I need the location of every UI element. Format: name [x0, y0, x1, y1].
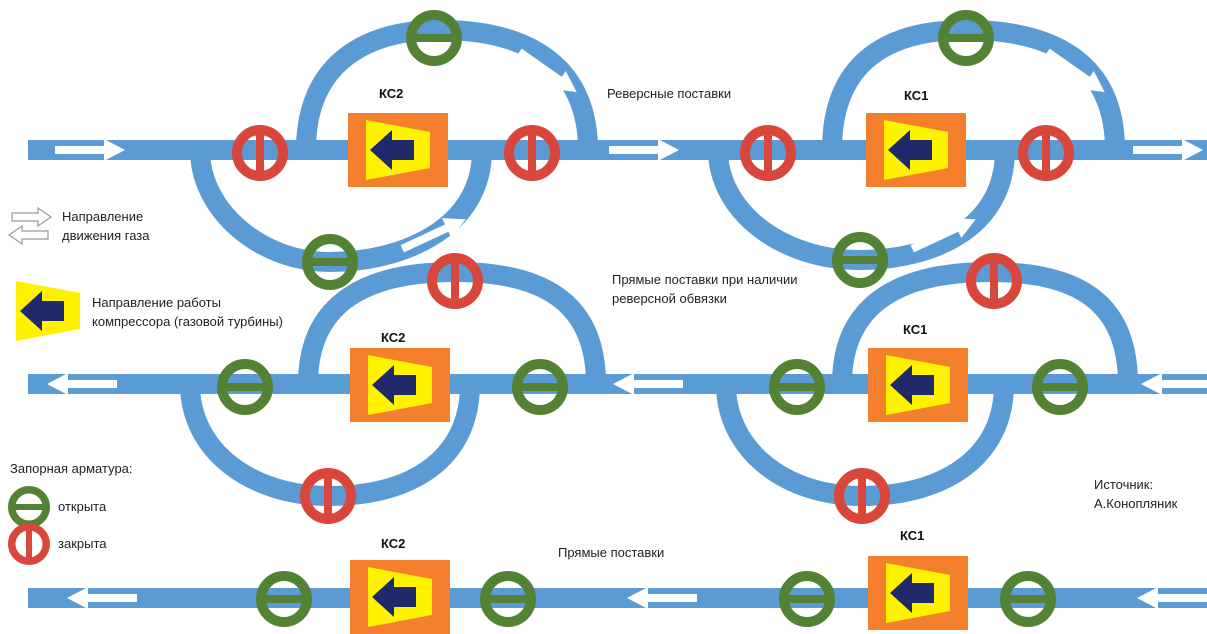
- row-reverse-supply: [28, 15, 1207, 285]
- valve-open-icon: [837, 237, 883, 283]
- station-label-ks2: КС2: [381, 536, 406, 551]
- legend-valves-title: Запорная арматура:: [10, 461, 133, 476]
- valve-open-icon: [1037, 364, 1083, 410]
- valve-open-icon: [222, 364, 268, 410]
- valve-open-icon: [774, 364, 820, 410]
- scenario-direct-label: Прямые поставки: [558, 545, 665, 560]
- scenario-reverse-label: Реверсные поставки: [607, 86, 732, 101]
- compressor-station-ks1: [866, 113, 966, 187]
- compressor-station-ks1: [868, 556, 968, 630]
- compressor-station-ks2: [350, 348, 450, 422]
- valve-open-icon: [485, 576, 531, 622]
- legend-gas-direction-line1: Направление: [62, 209, 144, 224]
- legend-valve-open-icon: [12, 490, 47, 525]
- compressor-station-ks1: [868, 348, 968, 422]
- source-author: А.Конопляник: [1094, 496, 1178, 511]
- legend-compressor-icon: [16, 281, 80, 341]
- legend-valve-closed-icon: [12, 527, 47, 562]
- source-label: Источник:: [1094, 477, 1154, 492]
- valve-open-icon: [261, 576, 307, 622]
- legend-valve-open-label: открыта: [58, 499, 107, 514]
- valve-open-icon: [1005, 576, 1051, 622]
- station-label-ks2: КС2: [381, 330, 406, 345]
- legend-compressor-line2: компрессора (газовой турбины): [92, 314, 283, 329]
- legend-gas-direction-icon: [7, 206, 53, 246]
- valve-open-icon: [784, 576, 830, 622]
- station-label-ks1: КС1: [903, 322, 928, 337]
- row-direct-supply: [28, 556, 1207, 634]
- row-direct-with-reverse: [28, 258, 1207, 519]
- compressor-station-ks2: [350, 560, 450, 634]
- scenario-direct-reverse-label-line1: Прямые поставки при наличии: [612, 272, 798, 287]
- scenario-direct-reverse-label-line2: реверсной обвязки: [612, 291, 727, 306]
- station-label-ks2: КС2: [379, 86, 404, 101]
- station-label-ks1: КС1: [904, 88, 929, 103]
- legend-compressor-line1: Направление работы: [92, 295, 221, 310]
- station-label-ks1: КС1: [900, 528, 925, 543]
- compressor-station-ks2: [348, 113, 448, 187]
- valve-open-icon: [517, 364, 563, 410]
- legend-gas-direction-line2: движения газа: [62, 228, 150, 243]
- valve-open-icon: [307, 239, 353, 285]
- legend-valve-closed-label: закрыта: [58, 536, 107, 551]
